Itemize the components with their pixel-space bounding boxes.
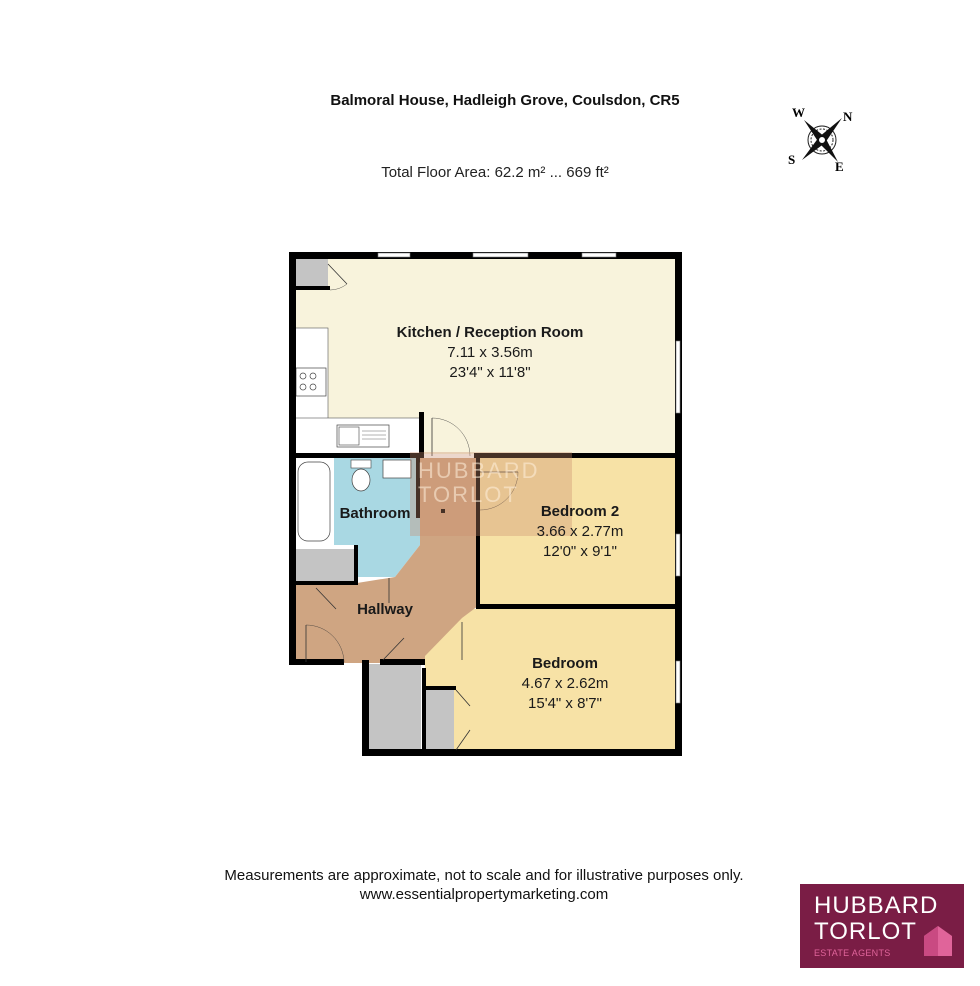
sink [336,424,390,448]
house-icon [924,926,952,956]
footer: Measurements are approximate, not to sca… [0,866,968,904]
compass-n: N [843,109,853,124]
window-top-2 [472,252,529,258]
window-top-1 [377,252,411,258]
hallway-area [294,458,478,663]
storage-cupboard-kitchen [294,258,328,288]
window-right-2 [675,533,681,577]
storage-cupboard-lower [369,664,421,752]
window-right-3 [675,660,681,704]
watermark: HUBBARD TORLOT [410,452,572,536]
wall-right [675,252,682,756]
window-right-1 [675,340,681,414]
compass-s: S [788,152,795,167]
room-label-hallway: Hallway [357,601,413,618]
total-floor-area: Total Floor Area: 62.2 m² ... 669 ft² [381,164,609,181]
compass-rose-icon: W N S E [788,105,853,174]
storage-cupboard-hall [294,549,354,581]
room-label-bedroom-2: Bedroom 2 3.66 x 2.77m 12'0" x 9'1" [536,503,624,560]
wall-kitchen-bath [294,453,422,458]
disclaimer-text: Measurements are approximate, not to sca… [224,867,744,884]
room-label-bedroom: Bedroom 4.67 x 2.62m 15'4" x 8'7" [521,655,609,712]
room-label-kitchen: Kitchen / Reception Room 7.11 x 3.56m 23… [396,324,584,381]
wall-bottom-right [362,749,682,756]
compass-e: E [835,159,844,174]
storage-cupboard-bedroom [426,690,454,752]
website-link[interactable]: www.essentialpropertymarketing.com [359,886,609,903]
wall-left [289,252,296,665]
property-address-title: Balmoral House, Hadleigh Grove, Coulsdon… [330,92,680,109]
hob [295,367,327,397]
bedroom-2-area [479,458,676,606]
hubbard-torlot-logo: HUBBARD TORLOT ESTATE AGENTS [800,884,964,968]
window-top-3 [581,252,617,258]
bedroom-area [425,609,676,750]
compass-w: W [792,105,805,120]
room-label-bathroom: Bathroom [339,505,411,522]
